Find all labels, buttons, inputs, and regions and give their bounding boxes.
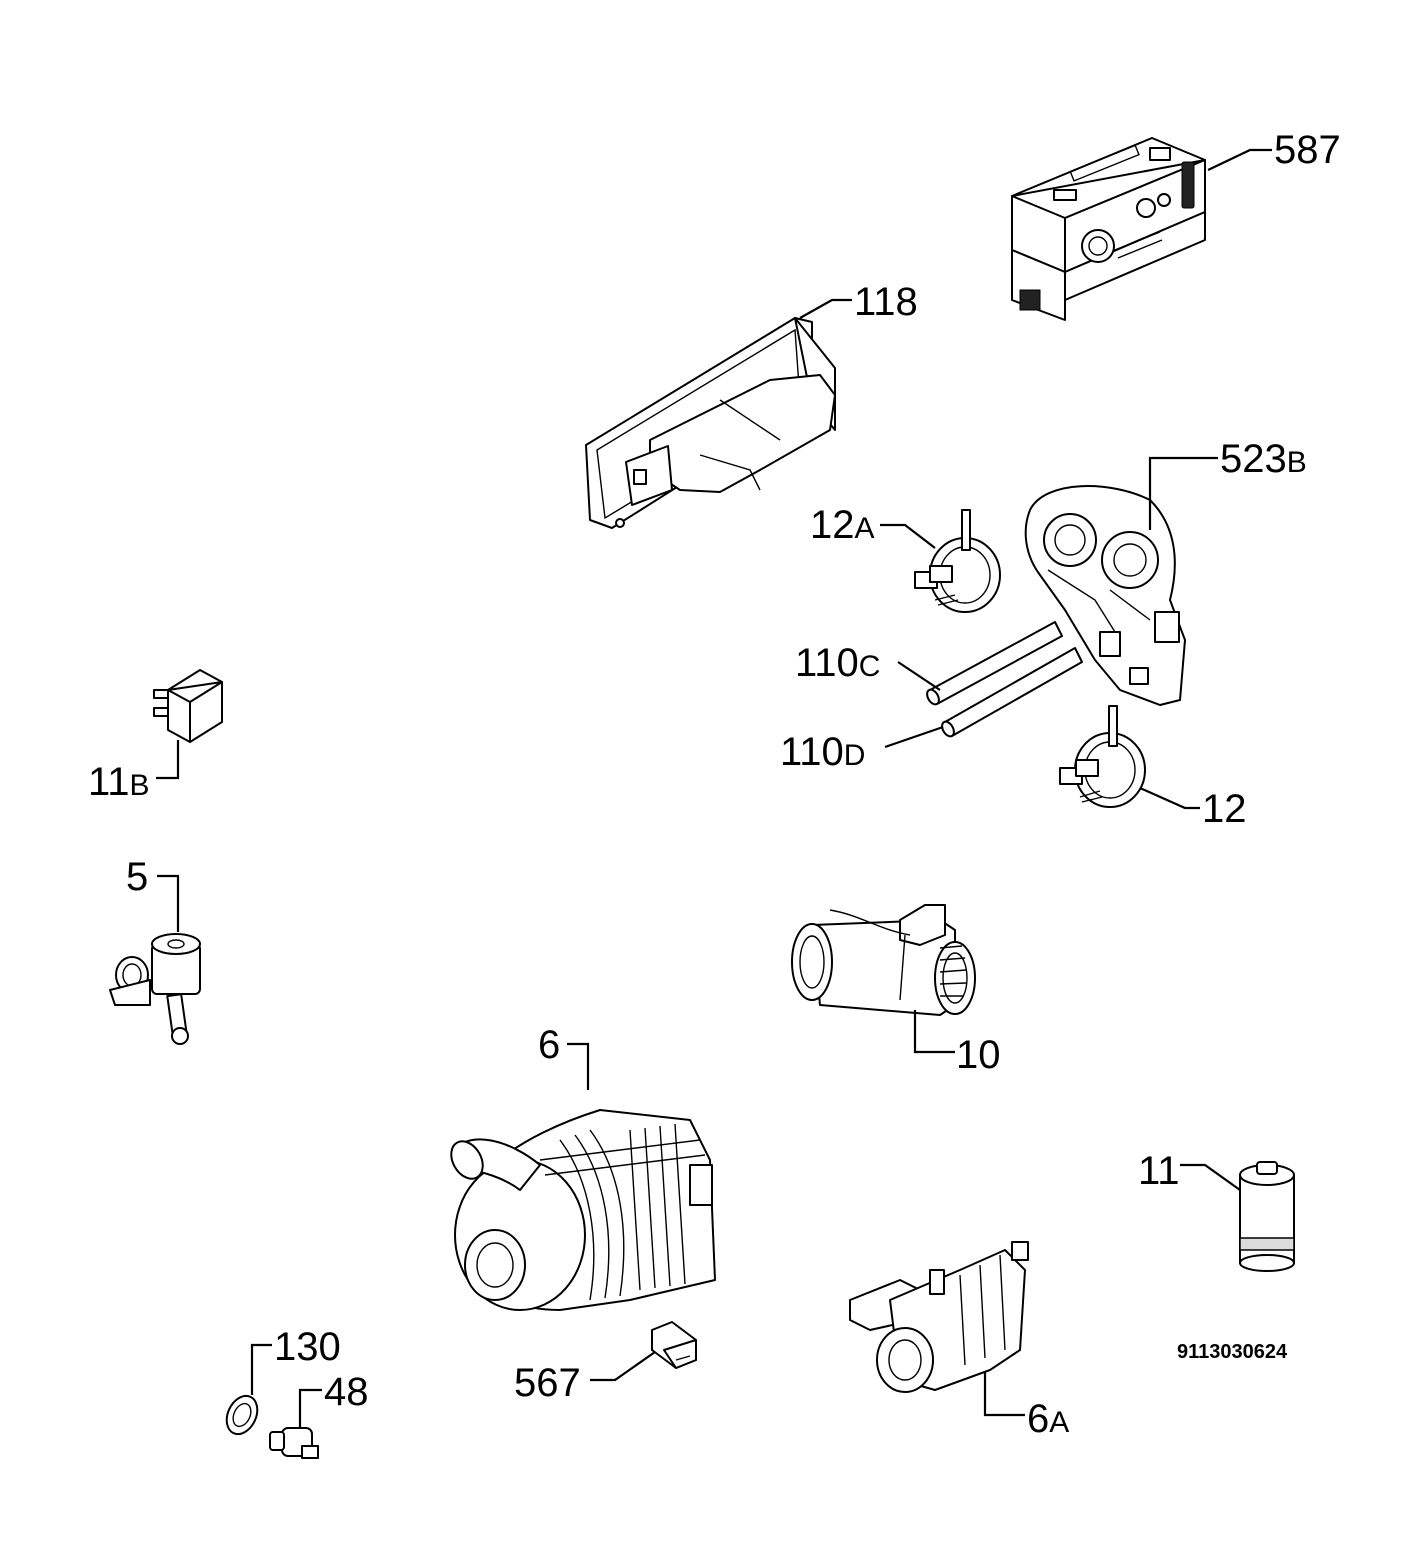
part-567-clip [651, 1321, 697, 1369]
callout-587: 587 [1274, 128, 1341, 172]
part-130-seal [225, 1394, 259, 1436]
callout-110c: 110C [795, 641, 880, 685]
part-118-door-lock [585, 317, 836, 529]
callout-567: 567 [514, 1361, 581, 1405]
part-10-heater [791, 904, 976, 1016]
part-12a-pressure-switch [914, 509, 1001, 613]
part-6-circulation-pump [450, 1109, 716, 1311]
part-11-capacitor [1239, 1161, 1295, 1272]
part-110d-hose [941, 647, 1083, 738]
part-48-plug [269, 1427, 319, 1459]
callout-11b: 11B [88, 760, 150, 804]
part-110c-hose [926, 621, 1063, 706]
part-523b-manifold [1024, 485, 1186, 706]
callout-12: 12 [1202, 787, 1247, 831]
leader-lines [156, 148, 1272, 1428]
callout-523b: 523B [1220, 437, 1307, 481]
part-11b-relay [153, 669, 223, 743]
callout-6a: 6A [1027, 1397, 1069, 1441]
callout-118: 118 [854, 280, 918, 324]
callout-12a: 12A [810, 503, 875, 547]
callout-11: 11 [1138, 1149, 1180, 1193]
part-5-inlet-valve [109, 933, 201, 1045]
part-12-pressure-switch [1059, 705, 1146, 808]
part-6a-drain-pump [849, 1241, 1029, 1393]
document-number: 9113030624 [1177, 1341, 1288, 1363]
callout-48: 48 [324, 1370, 369, 1414]
callout-130: 130 [274, 1325, 341, 1369]
part-587-control-module [1011, 137, 1206, 321]
callout-6: 6 [538, 1023, 560, 1067]
callout-5: 5 [126, 855, 148, 899]
callout-110d: 110D [780, 730, 865, 774]
callout-10: 10 [956, 1033, 1001, 1077]
